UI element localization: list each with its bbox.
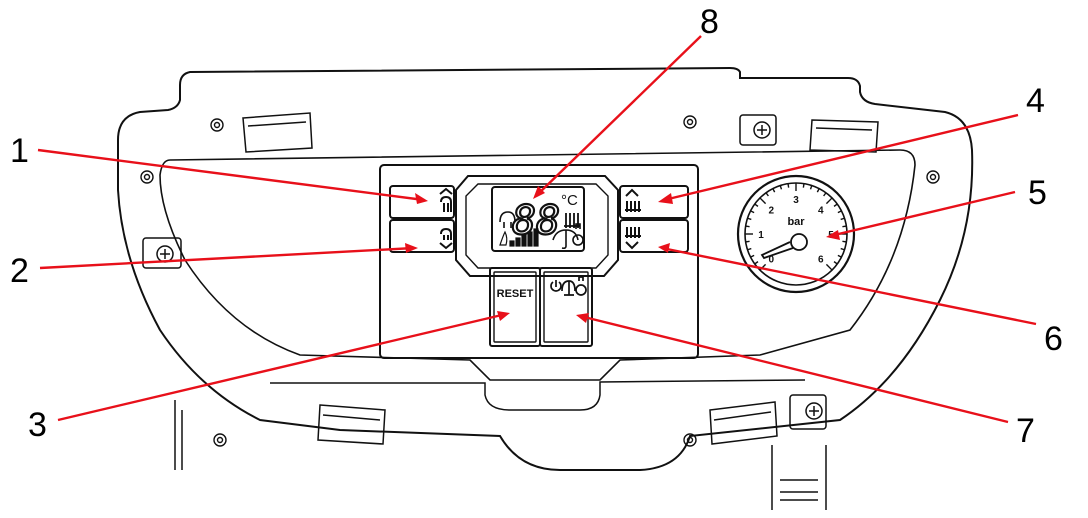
fixing-screws: [142, 114, 827, 430]
gauge-tick: [837, 254, 842, 258]
gauge-tick: [754, 261, 759, 265]
gauge-tick: [750, 254, 755, 258]
gauge-tick: [840, 247, 845, 251]
lcd-tap-icon: [499, 211, 516, 228]
gauge-tick: [765, 192, 769, 197]
callout-line-7: [579, 314, 1009, 424]
gauge-tick: [745, 240, 750, 243]
right-pipe: [771, 445, 827, 510]
gauge-tick: [825, 197, 833, 205]
gauge-tick-label: 4: [818, 205, 824, 216]
callout-number-6: 6: [1044, 320, 1063, 358]
lcd-digits: 88: [512, 198, 560, 244]
clip-bottom-right: [709, 401, 778, 445]
gauge-tick: [816, 188, 820, 193]
dhw-up-button[interactable]: [389, 185, 455, 219]
lcd-surround-inner: [465, 183, 609, 269]
gauge-tick-label: 1: [758, 230, 764, 241]
reset-button[interactable]: RESET: [489, 267, 541, 347]
screw-hole: [683, 115, 697, 129]
gauge-tick: [745, 225, 750, 228]
callout-number-3: 3: [28, 406, 47, 444]
gauge-tick: [840, 217, 845, 221]
power-summer-winter-icon: [550, 276, 587, 296]
screw-hole: [140, 170, 154, 184]
gauge-tick-label: 2: [768, 205, 774, 216]
lcd-flame-level-icon: [499, 228, 539, 247]
screw-holes: [140, 115, 940, 447]
bottom-rail: [270, 379, 806, 411]
gauge-tick-label: 3: [793, 195, 799, 206]
left-frame-edge: [174, 400, 183, 470]
gauge-tick: [842, 225, 847, 228]
screw-hole: [210, 118, 224, 132]
lcd-unit: °C: [561, 192, 578, 209]
mounting-clips: [242, 112, 879, 445]
lcd-surround: [455, 175, 619, 277]
gauge-tick: [779, 185, 783, 190]
gauge-tick: [747, 217, 752, 221]
clip-top-left: [242, 112, 313, 153]
callout-line-1: [37, 148, 425, 202]
callout-line-4: [663, 113, 1019, 202]
gauge-tick: [787, 183, 790, 188]
screw-hole: [213, 433, 227, 447]
lcd-radiator-icon: [564, 213, 580, 228]
tap-down-arrow-icon: [439, 227, 453, 250]
callout-number-8: 8: [700, 3, 719, 41]
clip-top-right: [809, 119, 879, 153]
housing-outline: [117, 66, 974, 471]
gauge-tick-marks: [745, 183, 847, 271]
radiator-down-arrow-icon: [625, 227, 641, 250]
gauge-tick: [842, 240, 847, 243]
callout-number-7: 7: [1016, 412, 1035, 450]
callout-arrowheads: [405, 186, 840, 323]
gauge-tick: [823, 192, 827, 197]
gauge-tick-label: 0: [768, 255, 774, 266]
control-panel-frame: [379, 164, 699, 359]
gauge-needle: [760, 233, 808, 260]
lcd-summer-winter-icon: [552, 223, 584, 250]
callout-line-6: [661, 246, 1037, 326]
gauge-tick: [747, 247, 752, 251]
tap-up-arrow-icon: [439, 187, 453, 212]
screw-bracket-top-right: [739, 114, 777, 146]
heating-down-button[interactable]: [619, 219, 689, 253]
callout-number-4: 4: [1026, 82, 1045, 120]
clip-bottom-left: [317, 404, 386, 445]
screw-bracket-left: [142, 237, 182, 269]
gauge-unit-label: bar: [787, 216, 805, 228]
screw-bottom-right-icon: [805, 402, 823, 420]
screw-hole: [683, 433, 697, 447]
callout-line-5: [829, 190, 1016, 238]
callout-line-2: [39, 246, 415, 270]
gauge-tick: [759, 197, 767, 205]
gauge-tick: [833, 261, 838, 265]
callout-number-5: 5: [1028, 174, 1047, 212]
mode-button[interactable]: [539, 267, 593, 347]
callout-number-2: 2: [10, 252, 29, 290]
screw-top-right-icon: [753, 121, 771, 139]
gauge-tick: [772, 188, 776, 193]
reset-button-label: RESET: [497, 288, 534, 300]
screw-hole: [926, 170, 940, 184]
dhw-down-button[interactable]: [389, 219, 455, 253]
callout-lines: [37, 35, 1037, 424]
gauge-tick: [837, 210, 842, 214]
callout-line-8: [535, 35, 702, 197]
gauge-tick: [750, 210, 755, 214]
gauge-tick: [754, 203, 759, 207]
heating-up-button[interactable]: [619, 185, 689, 219]
housing-inner-contour: [159, 149, 916, 381]
gauge-tick: [833, 203, 838, 207]
callout-number-1: 1: [10, 132, 29, 170]
gauge-tick: [825, 263, 833, 271]
radiator-up-arrow-icon: [625, 188, 641, 212]
callout-line-3: [57, 312, 507, 422]
gauge-tick: [809, 185, 813, 190]
gauge-tick-label: 6: [818, 255, 824, 266]
gauge-tick: [802, 183, 805, 188]
screw-bracket-bottom-right: [789, 394, 827, 430]
